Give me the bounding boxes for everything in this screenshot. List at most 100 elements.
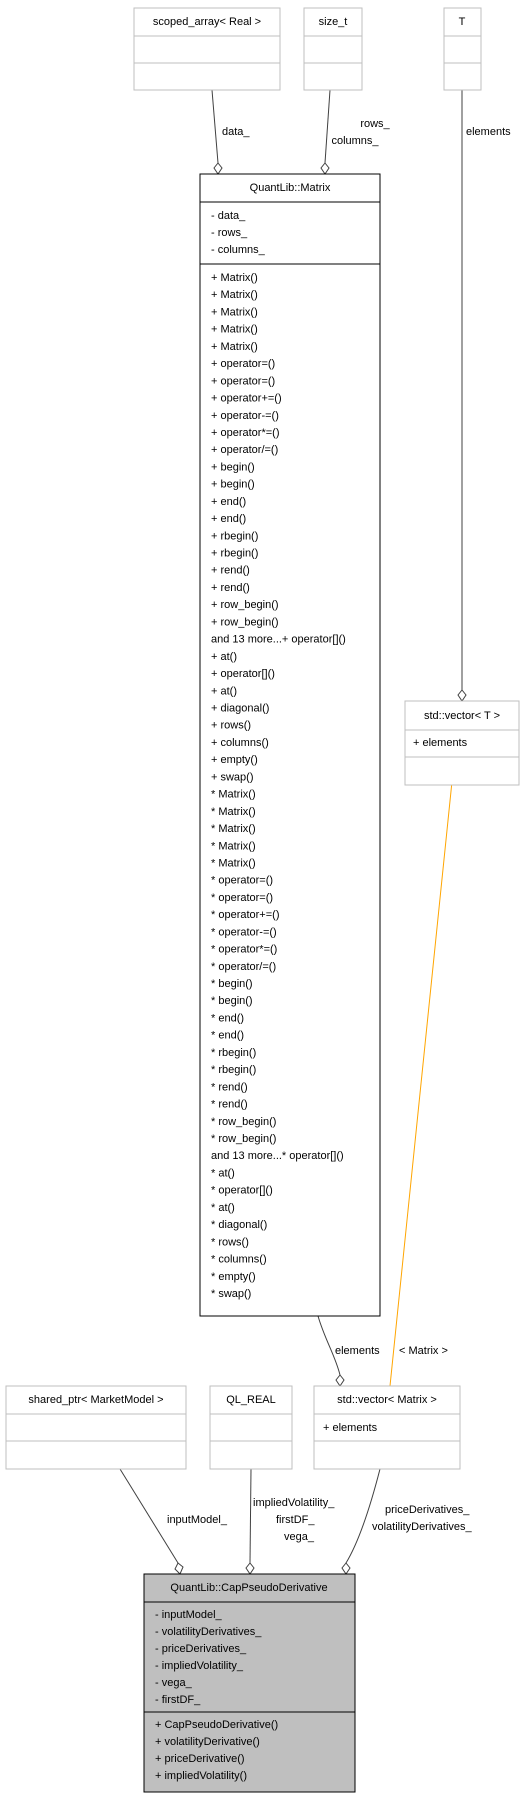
node-vector-t-title: std::vector< T > (424, 710, 500, 722)
matrix-operation: * operator=() (211, 892, 273, 904)
node-cap-title: QuantLib::CapPseudoDerivative (170, 1582, 327, 1594)
node-shared-ptr[interactable]: shared_ptr< MarketModel > (5, 1385, 187, 1470)
cap-attribute: - priceDerivatives_ (155, 1643, 247, 1655)
matrix-operation: * begin() (211, 995, 253, 1007)
matrix-operation: + diagonal() (211, 703, 269, 715)
node-matrix-operations: + Matrix() + Matrix() + Matrix() + Matrix()… (211, 272, 346, 1300)
cap-operation: + volatilityDerivative() (155, 1736, 260, 1748)
node-vector-matrix-attribute: + elements (323, 1422, 378, 1434)
matrix-operation: + end() (211, 496, 246, 508)
matrix-operation: + operator/=() (211, 444, 278, 456)
node-vector-t-attribute: + elements (413, 737, 468, 749)
matrix-operation: + operator+=() (211, 393, 282, 405)
edge-label-rows: rows_ (360, 118, 390, 130)
matrix-operation: + rows() (211, 720, 251, 732)
edge-price (345, 1468, 381, 1564)
matrix-attribute: - rows_ (211, 227, 248, 239)
matrix-operation: * operator[]() (211, 1185, 273, 1197)
matrix-operation: * operator/=() (211, 961, 276, 973)
cap-operation: + impliedVolatility() (155, 1770, 247, 1782)
edge-label-input-model: inputModel_ (167, 1514, 228, 1526)
edge-elements-matrix-diamond (335, 1374, 345, 1387)
matrix-operation: + operator-=() (211, 410, 279, 422)
matrix-operation: + end() (211, 513, 246, 525)
matrix-operation: * end() (211, 1030, 244, 1042)
edge-label-volatility-derivatives: volatilityDerivatives_ (372, 1521, 473, 1533)
matrix-operation: + Matrix() (211, 341, 258, 353)
cap-attribute: - inputModel_ (155, 1609, 223, 1621)
node-cap-attributes: - inputModel_ - volatilityDerivatives_ - p… (155, 1609, 262, 1706)
node-matrix-title: QuantLib::Matrix (250, 182, 331, 194)
matrix-operation: + columns() (211, 737, 269, 749)
matrix-operation: * operator*=() (211, 944, 277, 956)
cap-attribute: - firstDF_ (155, 1694, 201, 1706)
matrix-operation: * at() (211, 1202, 235, 1214)
matrix-operation: + Matrix() (211, 289, 258, 301)
cap-operation: + CapPseudoDerivative() (155, 1719, 278, 1731)
matrix-operation: + at() (211, 685, 237, 697)
matrix-operation: * operator=() (211, 875, 273, 887)
matrix-operation: * Matrix() (211, 789, 256, 801)
edge-elements-t-diamond (457, 689, 467, 702)
matrix-operation: + rend() (211, 582, 250, 594)
matrix-attribute: - columns_ (211, 244, 266, 256)
cap-operation: + priceDerivative() (155, 1753, 245, 1765)
matrix-operation: * Matrix() (211, 823, 256, 835)
matrix-operation: * row_begin() (211, 1133, 276, 1145)
matrix-operation: * Matrix() (211, 840, 256, 852)
matrix-operation: + rbegin() (211, 530, 258, 542)
matrix-operation: + operator*=() (211, 427, 279, 439)
edge-rows-columns-diamond (320, 162, 330, 175)
edge-input-model (119, 1468, 179, 1564)
matrix-operation: + Matrix() (211, 306, 258, 318)
matrix-operation: + operator=() (211, 358, 275, 370)
matrix-operation: + operator=() (211, 375, 275, 387)
matrix-operation: and 13 more...* operator[]() (211, 1150, 344, 1162)
matrix-operation: * Matrix() (211, 806, 256, 818)
matrix-operation: * operator-=() (211, 926, 277, 938)
matrix-operation: + at() (211, 651, 237, 663)
matrix-operation: * row_begin() (211, 1116, 276, 1128)
matrix-operation: * diagonal() (211, 1219, 267, 1231)
node-size-t-title: size_t (319, 16, 348, 28)
node-ql-real[interactable]: QL_REAL (209, 1385, 293, 1470)
matrix-operation: + rend() (211, 565, 250, 577)
node-vector-t[interactable]: std::vector< T > + elements (404, 700, 520, 786)
matrix-operation: * rbegin() (211, 1064, 256, 1076)
edge-label-price-derivatives: priceDerivatives_ (385, 1504, 470, 1516)
edge-input-model-diamond (174, 1562, 184, 1575)
node-vector-matrix[interactable]: std::vector< Matrix > + elements (313, 1385, 461, 1470)
matrix-operation: + Matrix() (211, 324, 258, 336)
edge-label-vega: vega_ (284, 1531, 315, 1543)
edge-label-implied-volatility: impliedVolatility_ (253, 1497, 335, 1509)
node-matrix[interactable]: QuantLib::Matrix - data_- rows_- columns… (199, 173, 381, 1317)
edge-label-columns: columns_ (331, 135, 379, 147)
node-t[interactable]: T (443, 7, 482, 91)
matrix-operation: * at() (211, 1167, 235, 1179)
matrix-operation: + row_begin() (211, 616, 279, 628)
node-matrix-attributes: - data_- rows_- columns_ (211, 210, 266, 256)
node-cap-pseudo-derivative[interactable]: QuantLib::CapPseudoDerivative - inputMod… (143, 1573, 356, 1793)
edge-label-first-df: firstDF_ (276, 1514, 315, 1526)
matrix-operation: * operator+=() (211, 909, 279, 921)
edge-implied (249, 1468, 252, 1564)
edge-price-diamond (341, 1562, 351, 1575)
edge-label-template-arg: < Matrix > (399, 1345, 448, 1357)
node-scoped-array[interactable]: scoped_array< Real > (133, 7, 281, 91)
cap-attribute: - volatilityDerivatives_ (155, 1626, 262, 1638)
edge-labels-layer: data_ rows_ columns_ elements elements <… (167, 118, 511, 1543)
matrix-operation: * rend() (211, 1081, 248, 1093)
matrix-operation: + rbegin() (211, 548, 258, 560)
matrix-operation: + swap() (211, 771, 254, 783)
matrix-operation: + Matrix() (211, 272, 258, 284)
edge-template-arg (389, 761, 455, 1387)
edge-label-elements-t: elements (466, 126, 511, 138)
matrix-operation: * rows() (211, 1236, 249, 1248)
node-size-t[interactable]: size_t (303, 7, 363, 91)
edge-label-elements-matrix: elements (335, 1345, 380, 1357)
matrix-operation: + empty() (211, 754, 258, 766)
node-cap-operations: + CapPseudoDerivative() + volatilityDeriv… (155, 1719, 278, 1782)
node-t-title: T (459, 16, 466, 28)
matrix-operation: * empty() (211, 1271, 256, 1283)
